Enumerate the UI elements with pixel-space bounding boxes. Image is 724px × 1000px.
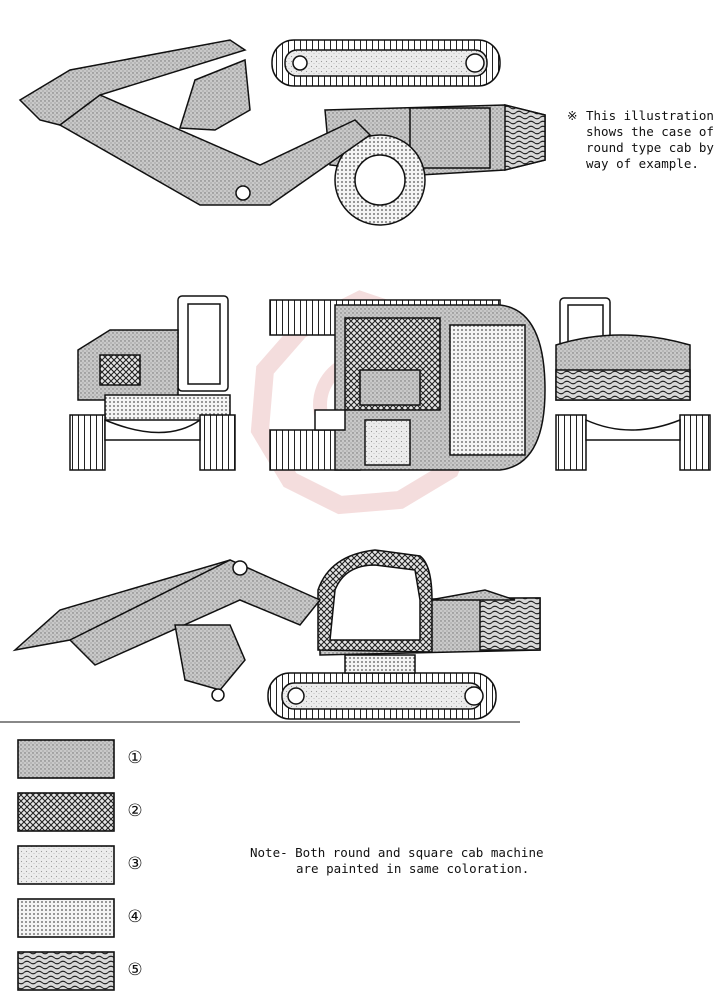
middle-right-view [555,297,711,471]
legend-swatch-3 [17,845,115,885]
bottom-side-view [0,549,541,723]
legend-swatch-1 [17,739,115,779]
reference-mark: ※ [567,108,578,123]
legend-swatch-2 [17,792,115,832]
legend-number-1: ① [127,748,143,768]
middle-top-view [269,299,546,471]
legend-number-5: ⑤ [127,960,143,980]
legend-number-4: ④ [127,907,143,927]
top-side-view [18,39,546,226]
top-note-text: This illustration shows the case of roun… [586,108,714,171]
middle-left-view [69,295,236,471]
legend-swatch-5 [17,951,115,991]
legend-swatches [17,739,115,991]
coloration-note-line-1: Note- Both round and square cab machine [250,845,544,860]
legend-number-3: ③ [127,854,143,874]
legend-swatch-4 [17,898,115,938]
coloration-note-line-2: are painted in same coloration. [296,861,530,876]
legend-number-2: ② [127,801,143,821]
coloration-note: Note- Both round and square cab machine … [250,845,570,877]
